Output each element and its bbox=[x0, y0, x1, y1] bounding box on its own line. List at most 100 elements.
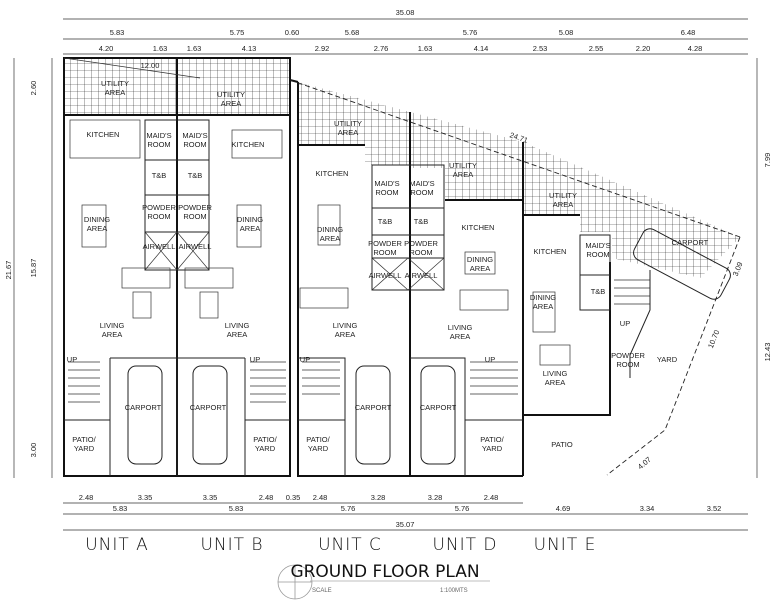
furniture bbox=[69, 119, 571, 366]
room-label: ROOM bbox=[183, 140, 206, 149]
dimension-label: 3.28 bbox=[428, 493, 443, 502]
dimension-label: 0.60 bbox=[285, 28, 300, 37]
dimension-line-12 bbox=[63, 57, 201, 79]
room-label: ROOM bbox=[409, 248, 432, 257]
room-label: POWDER bbox=[142, 203, 176, 212]
room-label: UP bbox=[485, 355, 495, 364]
dimension-label: 5.76 bbox=[341, 504, 356, 513]
room-label: ROOM bbox=[586, 250, 609, 259]
dimension-label: 5.83 bbox=[113, 504, 128, 513]
cars bbox=[127, 228, 731, 465]
room-label: MAID'S bbox=[585, 241, 610, 250]
room-label: T&B bbox=[414, 217, 429, 226]
room-label: POWDER bbox=[368, 239, 402, 248]
room-label: UP bbox=[250, 355, 260, 364]
room-label: DINING bbox=[467, 255, 493, 264]
room-label: AREA bbox=[533, 302, 553, 311]
room-label: UP bbox=[620, 319, 630, 328]
room-label: T&B bbox=[378, 217, 393, 226]
dimension-label: 4.28 bbox=[688, 44, 703, 53]
dimension-label: 5.83 bbox=[229, 504, 244, 513]
room-label: POWDER bbox=[404, 239, 438, 248]
dimension-label: 3.00 bbox=[29, 443, 38, 458]
room-label: AREA bbox=[105, 88, 125, 97]
dimension-label: 5.76 bbox=[463, 28, 478, 37]
room-label: AREA bbox=[545, 378, 565, 387]
room-label: DINING bbox=[530, 293, 556, 302]
room-label: MAID'S bbox=[146, 131, 171, 140]
room-label: AREA bbox=[338, 128, 358, 137]
dimension-label: 2.48 bbox=[484, 493, 499, 502]
room-label: KITCHEN bbox=[534, 247, 567, 256]
dimension-label: 2.55 bbox=[589, 44, 604, 53]
room-label: UTILITY bbox=[334, 119, 362, 128]
dimension-lines bbox=[13, 18, 758, 531]
room-label: AREA bbox=[450, 332, 470, 341]
room-label: CARPORT bbox=[125, 403, 162, 412]
dimension-label: 3.35 bbox=[203, 493, 218, 502]
room-label: ROOM bbox=[616, 360, 639, 369]
unit-label-b: UNIT B bbox=[200, 535, 263, 555]
dimension-label: 3.28 bbox=[371, 493, 386, 502]
room-label: DINING bbox=[237, 215, 263, 224]
room-label: AREA bbox=[470, 264, 490, 273]
room-label: DINING bbox=[84, 215, 110, 224]
room-label: AREA bbox=[102, 330, 122, 339]
dimension-label: 5.83 bbox=[110, 28, 125, 37]
room-label: CARPORT bbox=[355, 403, 392, 412]
room-label: UTILITY bbox=[449, 161, 477, 170]
room-label: LIVING bbox=[333, 321, 358, 330]
room-label: YARD bbox=[482, 444, 503, 453]
room-label: UTILITY bbox=[217, 90, 245, 99]
room-label: KITCHEN bbox=[462, 223, 495, 232]
room-label: KITCHEN bbox=[316, 169, 349, 178]
unit-label-d: UNIT D bbox=[432, 535, 497, 555]
dimension-label: 5.08 bbox=[559, 28, 574, 37]
dimension-label: 2.48 bbox=[259, 493, 274, 502]
dimension-diagonal-12: 12.00 bbox=[141, 61, 160, 70]
room-label: PATIO/ bbox=[306, 435, 330, 444]
room-label: POWDER bbox=[611, 351, 645, 360]
plan-title: GROUND FLOOR PLAN bbox=[290, 562, 479, 582]
dimension-label: 4.69 bbox=[556, 504, 571, 513]
room-label: KITCHEN bbox=[87, 130, 120, 139]
room-label: PATIO bbox=[551, 440, 573, 449]
unit-label-c: UNIT C bbox=[318, 535, 382, 555]
dimension-label: 5.76 bbox=[455, 504, 470, 513]
dimension-label: 5.68 bbox=[345, 28, 360, 37]
dimension-label: 10.70 bbox=[706, 329, 721, 350]
room-label: CARPORT bbox=[672, 238, 709, 247]
dimension-label: 1.63 bbox=[187, 44, 202, 53]
room-label: PATIO/ bbox=[72, 435, 96, 444]
room-label: ROOM bbox=[410, 188, 433, 197]
room-label: UP bbox=[300, 355, 310, 364]
room-label: AIRWELL bbox=[405, 271, 438, 280]
scale-label: SCALE bbox=[312, 588, 332, 594]
room-label: CARPORT bbox=[420, 403, 457, 412]
room-label: POWDER bbox=[178, 203, 212, 212]
room-label: YARD bbox=[74, 444, 95, 453]
dimension-label: 5.75 bbox=[230, 28, 245, 37]
room-label: AIRWELL bbox=[143, 242, 176, 251]
dimension-label: 0.35 bbox=[286, 493, 301, 502]
room-label: ROOM bbox=[375, 188, 398, 197]
dimension-label: 2.76 bbox=[374, 44, 389, 53]
dimension-label: 3.09 bbox=[731, 261, 745, 278]
room-label: MAID'S bbox=[374, 179, 399, 188]
dimension-label: 2.48 bbox=[313, 493, 328, 502]
dimension-label: 2.60 bbox=[29, 81, 38, 96]
dimension-label: 1.63 bbox=[153, 44, 168, 53]
room-label: CARPORT bbox=[190, 403, 227, 412]
room-label: AREA bbox=[87, 224, 107, 233]
room-label: AREA bbox=[227, 330, 247, 339]
room-label: AREA bbox=[221, 99, 241, 108]
room-label: KITCHEN bbox=[232, 140, 265, 149]
room-label: ROOM bbox=[373, 248, 396, 257]
dimension-label: 2.92 bbox=[315, 44, 330, 53]
dimension-bottom-total: 35.07 bbox=[396, 520, 415, 529]
room-label: MAID'S bbox=[182, 131, 207, 140]
room-label: PATIO/ bbox=[253, 435, 277, 444]
dimension-label: 2.53 bbox=[533, 44, 548, 53]
room-label: ROOM bbox=[183, 212, 206, 221]
